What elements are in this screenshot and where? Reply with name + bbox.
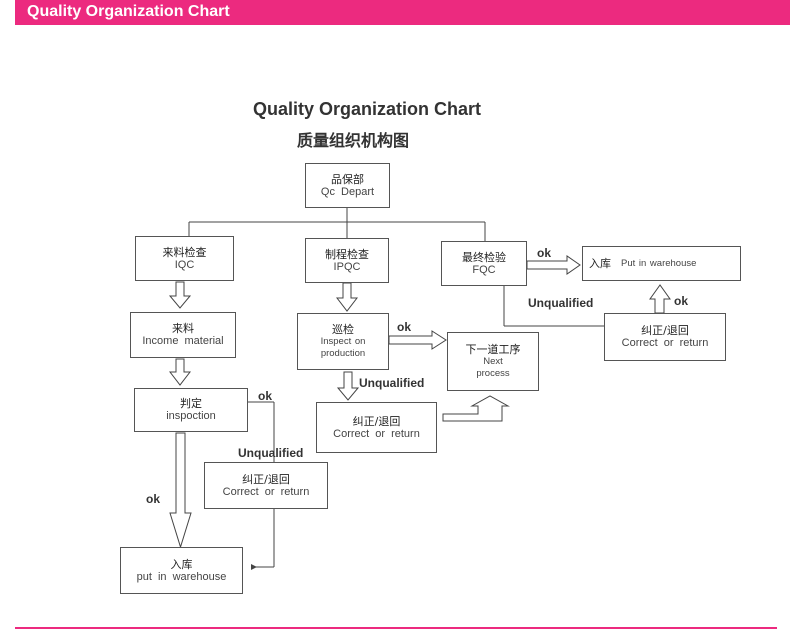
- node-patrol-inspect-zh: 巡检: [332, 323, 354, 336]
- node-iqc-zh: 来料检查: [162, 245, 207, 259]
- node-warehouse-bottom: 入库 put in warehouse: [120, 547, 243, 594]
- node-correct-left-zh: 纠正/退回: [242, 472, 290, 486]
- node-correct-mid-en: Correct or return: [333, 427, 420, 440]
- label-ok-fqc: ok: [537, 246, 552, 260]
- node-fqc: 最终检验 FQC: [441, 241, 527, 286]
- chart-title: Quality Organization Chart: [253, 99, 482, 119]
- node-correct-left: 纠正/退回 Correct or return: [204, 462, 328, 509]
- chart-subtitle: 质量组织机构图: [297, 131, 410, 150]
- node-patrol-inspect-en1: Inspect on: [320, 336, 366, 347]
- label-unqualified-fqc: Unqualified: [528, 296, 594, 310]
- node-ipqc: 制程检查 IPQC: [305, 238, 389, 283]
- node-patrol-inspect-en2: production: [320, 348, 366, 359]
- node-fqc-zh: 最终检验: [462, 250, 506, 264]
- node-ipqc-zh: 制程检查: [325, 247, 369, 261]
- node-iqc: 来料检查 IQC: [135, 236, 234, 281]
- node-next-process-en1: Next: [483, 356, 503, 367]
- node-correct-right: 纠正/退回 Correct or return: [604, 313, 726, 361]
- small-arrowhead: [251, 564, 257, 570]
- label-ok-patrol: ok: [397, 320, 412, 334]
- node-correct-left-en: Correct or return: [222, 485, 310, 498]
- node-judge: 判定 inspoction: [134, 388, 248, 432]
- node-next-process: 下一道工序 Next process: [447, 332, 539, 391]
- label-unqualified-judge: Unqualified: [238, 446, 304, 460]
- header-title: Quality Organization Chart: [27, 3, 230, 20]
- node-judge-zh: 判定: [180, 397, 202, 410]
- node-correct-mid: 纠正/退回 Correct or return: [316, 402, 437, 453]
- footer-divider: [15, 627, 777, 629]
- node-next-process-en2: process: [476, 368, 510, 379]
- node-next-process-zh: 下一道工序: [465, 343, 521, 356]
- node-income-material-en: Income material: [142, 335, 224, 347]
- label-ok-judge: ok: [258, 389, 273, 403]
- node-warehouse-top-zh: 入库: [589, 257, 611, 270]
- node-judge-en: inspoction: [166, 410, 216, 422]
- node-qc-depart-zh: 品保部: [331, 172, 364, 186]
- label-unqualified-patrol: Unqualified: [359, 376, 425, 390]
- node-fqc-en: FQC: [472, 263, 496, 276]
- node-warehouse-top-en: Put in warehouse: [621, 257, 697, 269]
- node-income-material-zh: 来料: [172, 322, 194, 335]
- node-warehouse-bottom-en: put in warehouse: [136, 570, 227, 583]
- node-correct-mid-zh: 纠正/退回: [352, 414, 401, 428]
- node-qc-depart: 品保部 Qc Depart: [305, 163, 390, 208]
- node-income-material: 来料 Income material: [130, 312, 236, 358]
- node-iqc-en: IQC: [174, 258, 195, 271]
- node-correct-right-en: Correct or return: [621, 337, 709, 349]
- node-patrol-inspect: 巡检 Inspect on production: [297, 313, 389, 370]
- node-warehouse-bottom-zh: 入库: [170, 557, 193, 571]
- header-bar: Quality Organization Chart: [15, 0, 790, 25]
- node-warehouse-top: 入库 Put in warehouse: [582, 246, 741, 281]
- label-ok-right: ok: [674, 294, 689, 308]
- node-qc-depart-en: Qc Depart: [320, 185, 375, 198]
- label-ok-down: ok: [146, 492, 161, 506]
- node-ipqc-en: IPQC: [333, 260, 361, 273]
- node-correct-right-zh: 纠正/退回: [641, 324, 689, 337]
